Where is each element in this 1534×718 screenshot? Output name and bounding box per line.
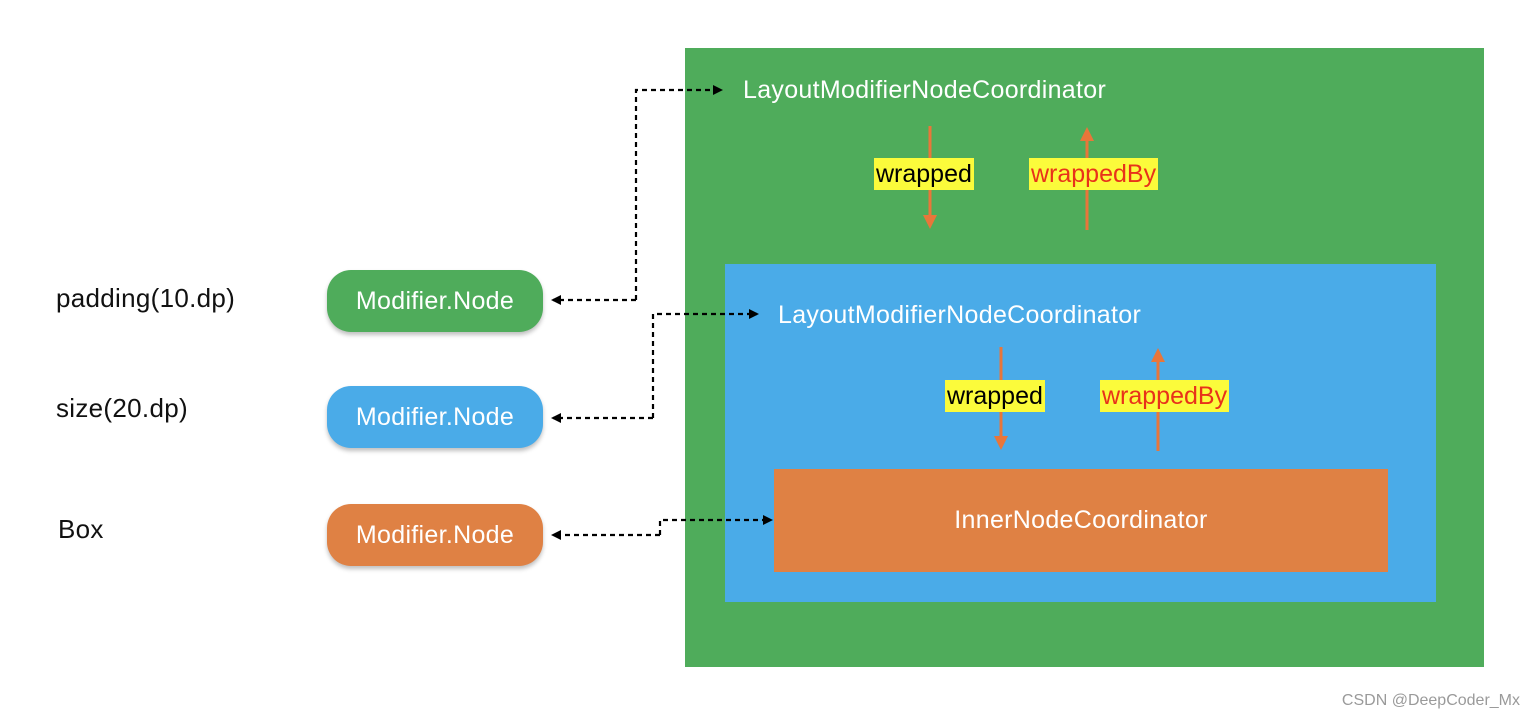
outer-wrappedby-tag: wrappedBy — [1029, 158, 1159, 190]
outer-coordinator-title: LayoutModifierNodeCoordinator — [743, 76, 1107, 104]
size-modifier-node[interactable]: Modifier.Node — [327, 386, 543, 448]
dashed-connector-box — [551, 515, 773, 540]
dashed-connector-padding — [551, 85, 723, 305]
size-modifier-node-label: Modifier.Node — [355, 402, 515, 431]
padding-modifier-node-label: Modifier.Node — [355, 286, 515, 315]
padding-label: padding(10.dp) — [56, 283, 236, 313]
padding-modifier-node[interactable]: Modifier.Node — [327, 270, 543, 332]
size-label: size(20.dp) — [56, 393, 188, 423]
dashed-connector-size — [551, 309, 759, 423]
middle-coordinator-title: LayoutModifierNodeCoordinator — [778, 301, 1142, 329]
box-modifier-node-label: Modifier.Node — [355, 520, 515, 549]
box-label: Box — [58, 514, 104, 544]
middle-wrapped-tag: wrapped — [945, 380, 1045, 412]
inner-coordinator-title: InnerNodeCoordinator — [954, 506, 1208, 534]
outer-wrapped-tag: wrapped — [874, 158, 974, 190]
middle-wrappedby-tag: wrappedBy — [1100, 380, 1230, 412]
box-modifier-node[interactable]: Modifier.Node — [327, 504, 543, 566]
inner-node-coordinator: InnerNodeCoordinator — [774, 469, 1388, 572]
watermark: CSDN @DeepCoder_Mx — [1341, 692, 1520, 709]
